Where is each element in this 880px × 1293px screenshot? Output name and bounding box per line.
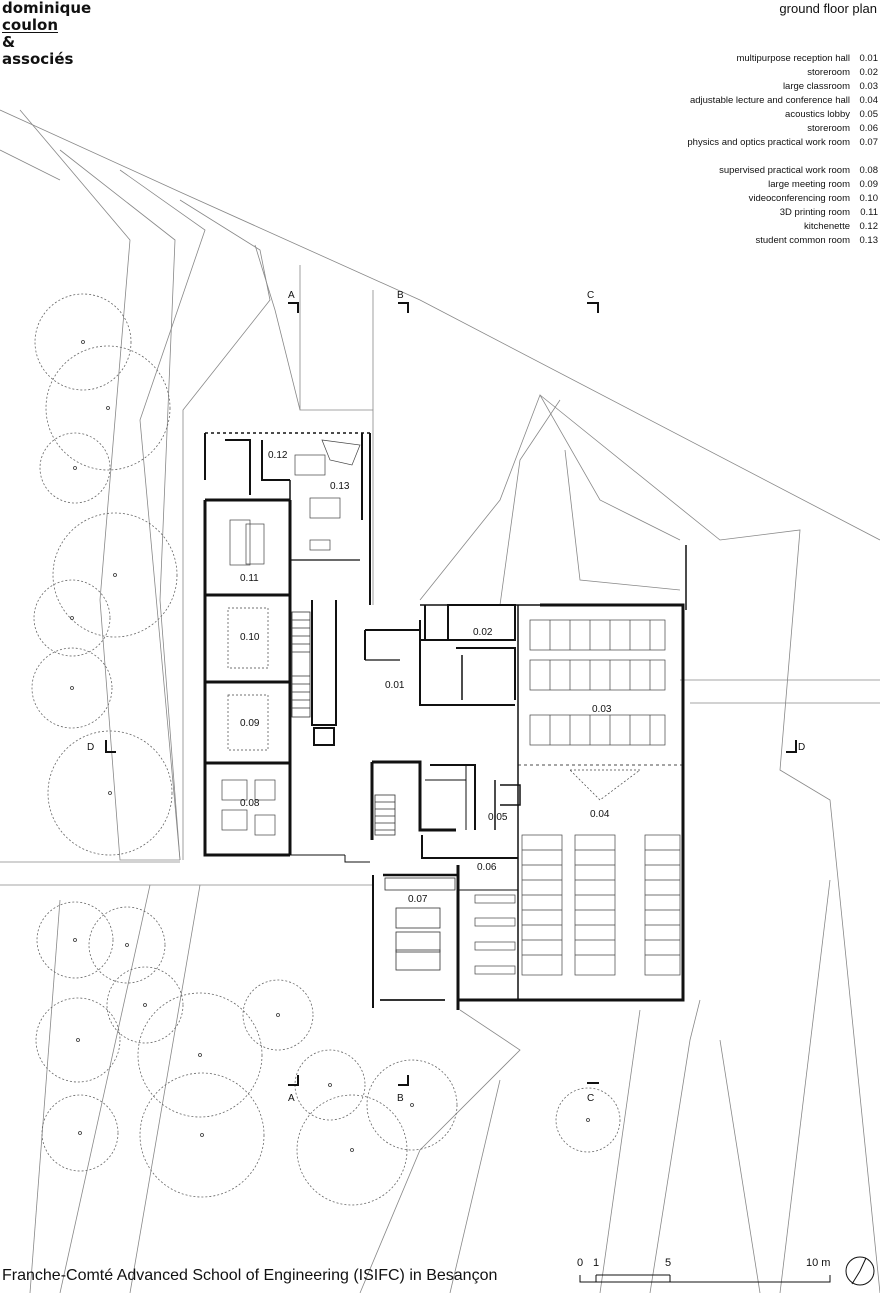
legend-number: 0.08 xyxy=(859,165,879,176)
classroom-03-desks xyxy=(529,619,666,801)
legend-label: supervised practical work room xyxy=(719,165,850,176)
stair-central xyxy=(374,794,396,836)
lecture-hall-seating xyxy=(474,834,681,976)
section-label-c-bottom: C xyxy=(587,1093,594,1104)
logo-line-1: dominique xyxy=(2,0,92,17)
room-label-002: 0.02 xyxy=(473,627,493,638)
section-label-a-bottom: A xyxy=(288,1093,295,1104)
section-label-d-left: D xyxy=(87,742,94,753)
legend-label: storeroom xyxy=(807,67,850,78)
legend-number: 0.10 xyxy=(859,193,879,204)
legend-label: large meeting room xyxy=(768,179,850,190)
legend-item: student common room 0.13 xyxy=(618,234,878,248)
scale-bar: 0 1 5 10 m xyxy=(577,1257,831,1283)
section-label-c-top: C xyxy=(587,290,594,301)
room-label-005: 0.05 xyxy=(488,812,508,823)
legend-label: videoconferencing room xyxy=(748,193,850,204)
section-label-a-top: A xyxy=(288,290,295,301)
tree-trunks xyxy=(70,340,590,1152)
legend-item: storeroom 0.02 xyxy=(618,66,878,80)
legend-number: 0.12 xyxy=(859,221,879,232)
room-label-008: 0.08 xyxy=(240,798,260,809)
legend-label: large classroom xyxy=(782,81,850,92)
legend-item: multipurpose reception hall 0.01 xyxy=(618,52,878,66)
room-labels: 0.01 0.02 0.03 0.04 0.05 0.06 0.07 0.08 … xyxy=(240,450,612,905)
logo-line-4: associés xyxy=(2,50,74,68)
scale-label-5: 5 xyxy=(665,1257,671,1269)
section-markers xyxy=(105,302,797,1086)
scale-label-10: 10 m xyxy=(806,1257,830,1269)
legend-number: 0.06 xyxy=(859,123,879,134)
room-label-007: 0.07 xyxy=(408,894,428,905)
room-label-003: 0.03 xyxy=(592,704,612,715)
legend-item: supervised practical work room 0.08 xyxy=(618,164,878,178)
legend-label: multipurpose reception hall xyxy=(736,53,850,64)
logo-line-3: & xyxy=(2,33,16,51)
east-block-walls xyxy=(420,545,687,1002)
legend-item: 3D printing room 0.11 xyxy=(618,206,878,220)
legend-number: 0.13 xyxy=(859,235,879,246)
lab-07-furniture xyxy=(380,877,456,1001)
section-label-d-right: D xyxy=(798,742,805,753)
legend-number: 0.01 xyxy=(859,53,879,64)
section-label-b-top: B xyxy=(397,290,404,301)
section-label-b-bottom: B xyxy=(397,1093,404,1104)
room-label-004: 0.04 xyxy=(590,809,610,820)
legend-item: videoconferencing room 0.10 xyxy=(618,192,878,206)
north-arrow-icon xyxy=(845,1256,875,1286)
room-label-006: 0.06 xyxy=(477,862,497,873)
legend-number: 0.07 xyxy=(859,137,879,148)
legend-label: 3D printing room xyxy=(779,207,850,218)
west-wing-walls xyxy=(203,432,371,863)
legend-number: 0.05 xyxy=(859,109,879,120)
legend-item: physics and optics practical work room 0.… xyxy=(618,136,878,150)
legend-label: acoustics lobby xyxy=(785,109,850,120)
legend-item: acoustics lobby 0.05 xyxy=(618,108,878,122)
legend-label: adjustable lecture and conference hall xyxy=(689,95,850,106)
room-label-010: 0.10 xyxy=(240,632,260,643)
site-lines xyxy=(0,109,880,1293)
stair-west xyxy=(291,611,311,718)
legend-item: storeroom 0.06 xyxy=(618,122,878,136)
room-label-013: 0.13 xyxy=(330,481,350,492)
room-legend: multipurpose reception hall 0.01 storeroo… xyxy=(618,52,878,248)
room-label-012: 0.12 xyxy=(268,450,288,461)
legend-number: 0.04 xyxy=(859,95,879,106)
legend-label: kitchenette xyxy=(804,221,850,232)
room-label-001: 0.01 xyxy=(385,680,405,691)
section-labels: A B C D D A B C xyxy=(87,290,805,1104)
legend-item: large classroom 0.03 xyxy=(618,80,878,94)
firm-logo: dominique coulon & associés xyxy=(2,0,91,68)
legend-label: storeroom xyxy=(807,123,850,134)
legend-number: 0.09 xyxy=(859,179,879,190)
legend-number: 0.03 xyxy=(859,81,879,92)
legend-item: large meeting room 0.09 xyxy=(618,178,878,192)
scale-label-0: 0 xyxy=(577,1257,583,1269)
legend-label: student common room xyxy=(755,235,850,246)
legend-number: 0.11 xyxy=(860,207,878,218)
legend-item: kitchenette 0.12 xyxy=(618,220,878,234)
room-label-009: 0.09 xyxy=(240,718,260,729)
legend-label: physics and optics practical work room xyxy=(687,137,850,148)
logo-line-2: coulon xyxy=(2,16,59,34)
central-walls xyxy=(364,604,521,1010)
legend-number: 0.02 xyxy=(859,67,879,78)
project-caption: Franche-Comté Advanced School of Enginee… xyxy=(2,1267,498,1284)
room-label-011: 0.11 xyxy=(240,573,259,584)
scale-label-1: 1 xyxy=(593,1257,599,1269)
plan-title: ground floor plan xyxy=(779,1,877,16)
legend-item: adjustable lecture and conference hall 0.… xyxy=(618,94,878,108)
trees xyxy=(31,293,621,1206)
west-wing-furniture xyxy=(221,439,361,836)
